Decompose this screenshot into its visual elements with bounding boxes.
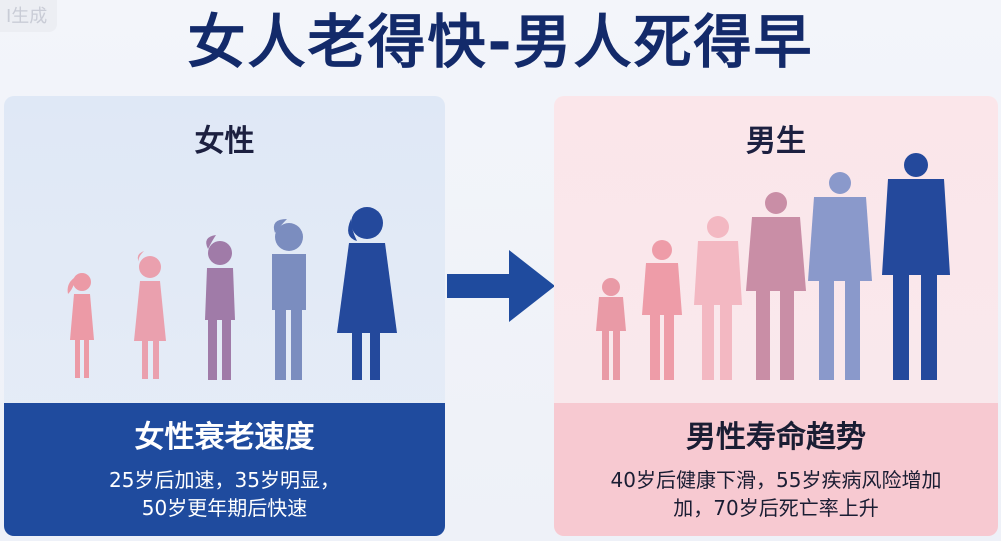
male-figure-elderly <box>882 153 950 380</box>
male-figures <box>554 151 998 386</box>
male-caption-line-1: 40岁后健康下滑，55岁疾病风险增加 <box>610 468 942 492</box>
male-figure-middle <box>746 192 806 380</box>
male-figure-teen <box>642 240 682 380</box>
right-arrow-icon <box>447 250 555 322</box>
female-figure-middle <box>205 235 235 380</box>
male-figure-older <box>808 172 872 380</box>
female-heading: 女性 <box>194 124 255 159</box>
female-figure-older <box>272 219 306 380</box>
female-figure-child <box>67 273 94 378</box>
male-caption: 男性寿命趋势 40岁后健康下滑，55岁疾病风险增加 加，70岁后死亡率上升 <box>554 403 998 536</box>
male-caption-title: 男性寿命趋势 <box>686 420 866 455</box>
female-caption-title: 女性衰老速度 <box>134 420 315 455</box>
female-figure-elderly <box>337 207 397 380</box>
female-figures <box>4 151 445 386</box>
female-caption-line-1: 25岁后加速，35岁明显， <box>109 468 340 492</box>
male-panel: 男生 <box>554 96 998 536</box>
watermark: I生成 <box>0 0 58 32</box>
page-title: 女人老得快-男人死得早 <box>187 8 814 76</box>
female-figure-young <box>134 251 166 379</box>
female-caption-line-2: 50岁更年期后快速 <box>141 496 308 520</box>
female-caption: 女性衰老速度 25岁后加速，35岁明显， 50岁更年期后快速 <box>4 403 445 536</box>
male-heading: 男生 <box>746 124 806 159</box>
female-panel: 女性 <box>4 96 445 536</box>
male-figure-young <box>694 216 742 380</box>
male-figure-child <box>596 278 626 380</box>
male-caption-line-2: 加，70岁后死亡率上升 <box>673 496 879 520</box>
